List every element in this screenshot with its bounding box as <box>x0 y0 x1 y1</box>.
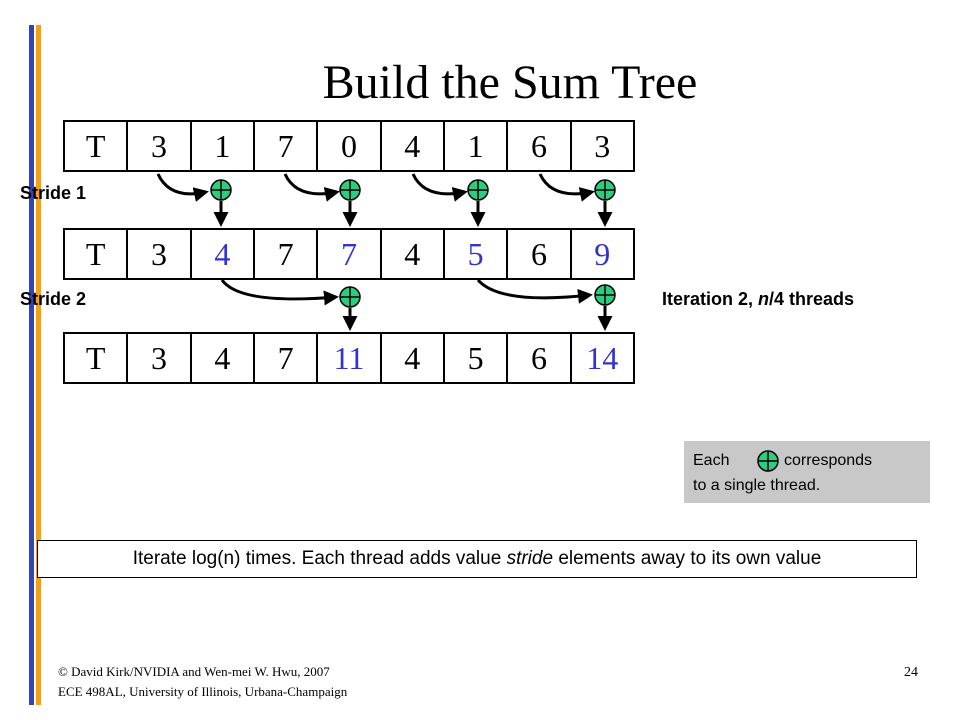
array-cell: 5 <box>445 230 509 278</box>
iteration-label-prefix: Iteration 2, <box>662 289 759 309</box>
array-label-cell: T <box>65 334 129 382</box>
stride-1-label: Stride 1 <box>20 183 87 203</box>
legend-box: Each corresponds to a single thread. <box>684 441 930 503</box>
array-cell: 4 <box>192 230 255 278</box>
array-cell: 6 <box>508 334 572 382</box>
slide-title: Build the Sum Tree <box>322 56 698 109</box>
array-cell: 1 <box>445 122 509 170</box>
stride2-curve-arrow <box>476 278 593 304</box>
stride1-curve-arrow <box>411 173 468 202</box>
array-label-cell: T <box>65 230 129 278</box>
stride1-curve-arrow <box>538 173 595 202</box>
array-cell: 11 <box>318 334 382 382</box>
iteration-label-n: n <box>758 289 770 309</box>
array-cell: 3 <box>128 230 192 278</box>
plus-circle-icon <box>210 179 232 201</box>
legend-line2: to a single thread. <box>693 477 821 494</box>
plus-circle-icon <box>594 284 616 306</box>
left-bar-blue <box>29 25 34 705</box>
plus-circle-icon <box>594 179 616 201</box>
stride2-curve-arrow <box>220 279 339 306</box>
array-cell: 7 <box>255 122 319 170</box>
footer-line-2: ECE 498AL, University of Illinois, Urban… <box>58 684 348 699</box>
plus-circle-icon <box>757 450 779 472</box>
array-cell: 0 <box>318 122 382 170</box>
iterate-note: Iterate log(n) times. Each thread adds v… <box>37 540 917 578</box>
legend-corresponds: corresponds <box>784 452 873 469</box>
note-prefix: Iterate log(n) times. Each thread adds v… <box>132 548 507 569</box>
plus-circle-icon <box>467 179 489 201</box>
plus-circle-icon <box>339 179 361 201</box>
page-number: 24 <box>904 665 918 680</box>
array-cell: 6 <box>508 122 572 170</box>
array-cell: 7 <box>255 334 319 382</box>
array-cell: 1 <box>192 122 255 170</box>
array-cell: 6 <box>508 230 572 278</box>
array-cell: 4 <box>382 122 445 170</box>
stride-2-label: Stride 2 <box>20 289 87 309</box>
legend-each: Each <box>693 452 730 469</box>
array-cell: 7 <box>318 230 382 278</box>
note-suffix: elements away to its own value <box>553 548 822 569</box>
array-cell: 9 <box>594 235 611 272</box>
array-cell: 3 <box>128 334 192 382</box>
left-bar-orange <box>36 25 41 705</box>
array-cell: 14 <box>586 339 619 376</box>
array-cell: 4 <box>192 334 255 382</box>
array-cell: 5 <box>445 334 509 382</box>
array-label-cell: T <box>65 122 129 170</box>
footer-line-1: © David Kirk/NVIDIA and Wen-mei W. Hwu, … <box>58 664 330 679</box>
footer-copyright: © David Kirk/NVIDIA and Wen-mei W. Hwu, … <box>58 662 347 702</box>
stride1-curve-arrow <box>156 173 209 202</box>
array-cell: 7 <box>255 230 319 278</box>
array-cell: 4 <box>382 230 445 278</box>
array-cell: 3 <box>128 122 192 170</box>
array-cell: 4 <box>382 334 445 382</box>
iteration-label-suffix: /4 threads <box>769 289 855 309</box>
iteration-label: Iteration 2, n/4 threads <box>662 289 854 310</box>
note-stride: stride <box>506 548 554 569</box>
stride1-curve-arrow <box>283 173 340 202</box>
array-cell: 3 <box>594 127 611 164</box>
plus-circle-icon <box>339 286 361 308</box>
